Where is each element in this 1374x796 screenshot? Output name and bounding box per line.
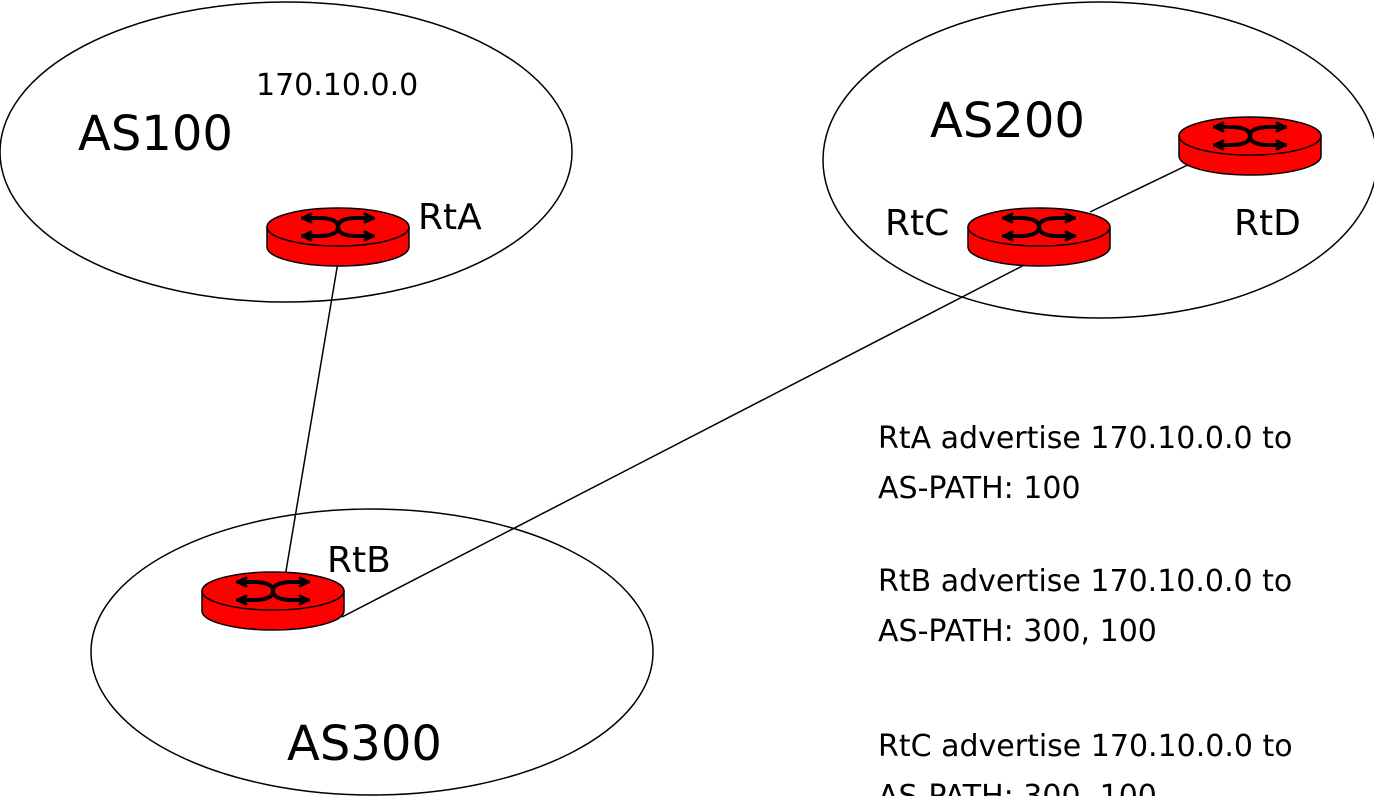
note-rta-line2: AS-PATH: 100 <box>878 471 1081 506</box>
as100-label: AS100 <box>78 106 233 162</box>
note-rta-line1: RtA advertise 170.10.0.0 to <box>878 421 1292 456</box>
router-rta-label: RtA <box>418 197 482 238</box>
router-rtb-label: RtB <box>327 540 391 581</box>
router-rta-icon <box>265 206 411 268</box>
as200-label: AS200 <box>930 93 1085 149</box>
router-rtd-icon <box>1177 115 1323 177</box>
link-rtb-rtc <box>341 261 1031 618</box>
note-rtb-line2: AS-PATH: 300, 100 <box>878 614 1157 649</box>
as100-prefix: 170.10.0.0 <box>256 68 418 103</box>
as200-ellipse <box>822 1 1374 319</box>
router-rtc-icon <box>966 206 1112 268</box>
note-rtb-line1: RtB advertise 170.10.0.0 to <box>878 564 1292 599</box>
router-rtd-label: RtD <box>1234 203 1301 244</box>
note-rtc-line2: AS-PATH: 300, 100 <box>878 779 1157 796</box>
as300-ellipse <box>90 508 654 796</box>
link-rtc-rtd <box>1089 159 1199 213</box>
router-rtc-label: RtC <box>885 203 949 244</box>
router-rtb-icon <box>200 570 346 632</box>
as300-label: AS300 <box>287 716 442 772</box>
link-rta-rtb <box>283 261 339 584</box>
note-rtc-line1: RtC advertise 170.10.0.0 to <box>878 729 1293 764</box>
as100-ellipse <box>0 1 573 303</box>
